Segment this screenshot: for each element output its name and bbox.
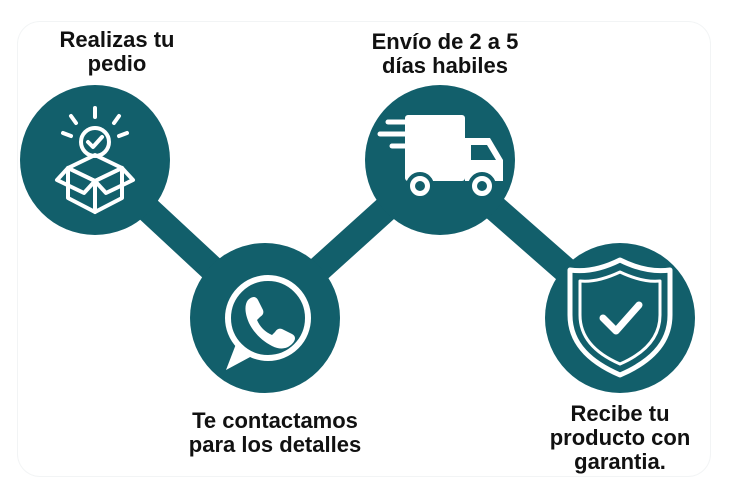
step-4-node xyxy=(545,243,695,393)
shield-check-icon xyxy=(567,257,673,378)
step-3-node xyxy=(190,243,340,393)
whatsapp-icon xyxy=(225,275,311,370)
box-check-icon xyxy=(55,106,135,214)
step-2-node xyxy=(365,85,515,235)
step-4-label: Recibe tu producto con garantia. xyxy=(549,401,691,474)
step-2-label: Envío de 2 a 5 días habiles xyxy=(371,29,519,78)
connectors xyxy=(82,147,633,331)
step-3-label: Te contactamos para los detalles xyxy=(188,408,362,457)
step-1-node xyxy=(20,85,170,235)
step-1-label: Realizas tu pedio xyxy=(59,27,175,76)
delivery-truck-icon xyxy=(377,115,503,200)
